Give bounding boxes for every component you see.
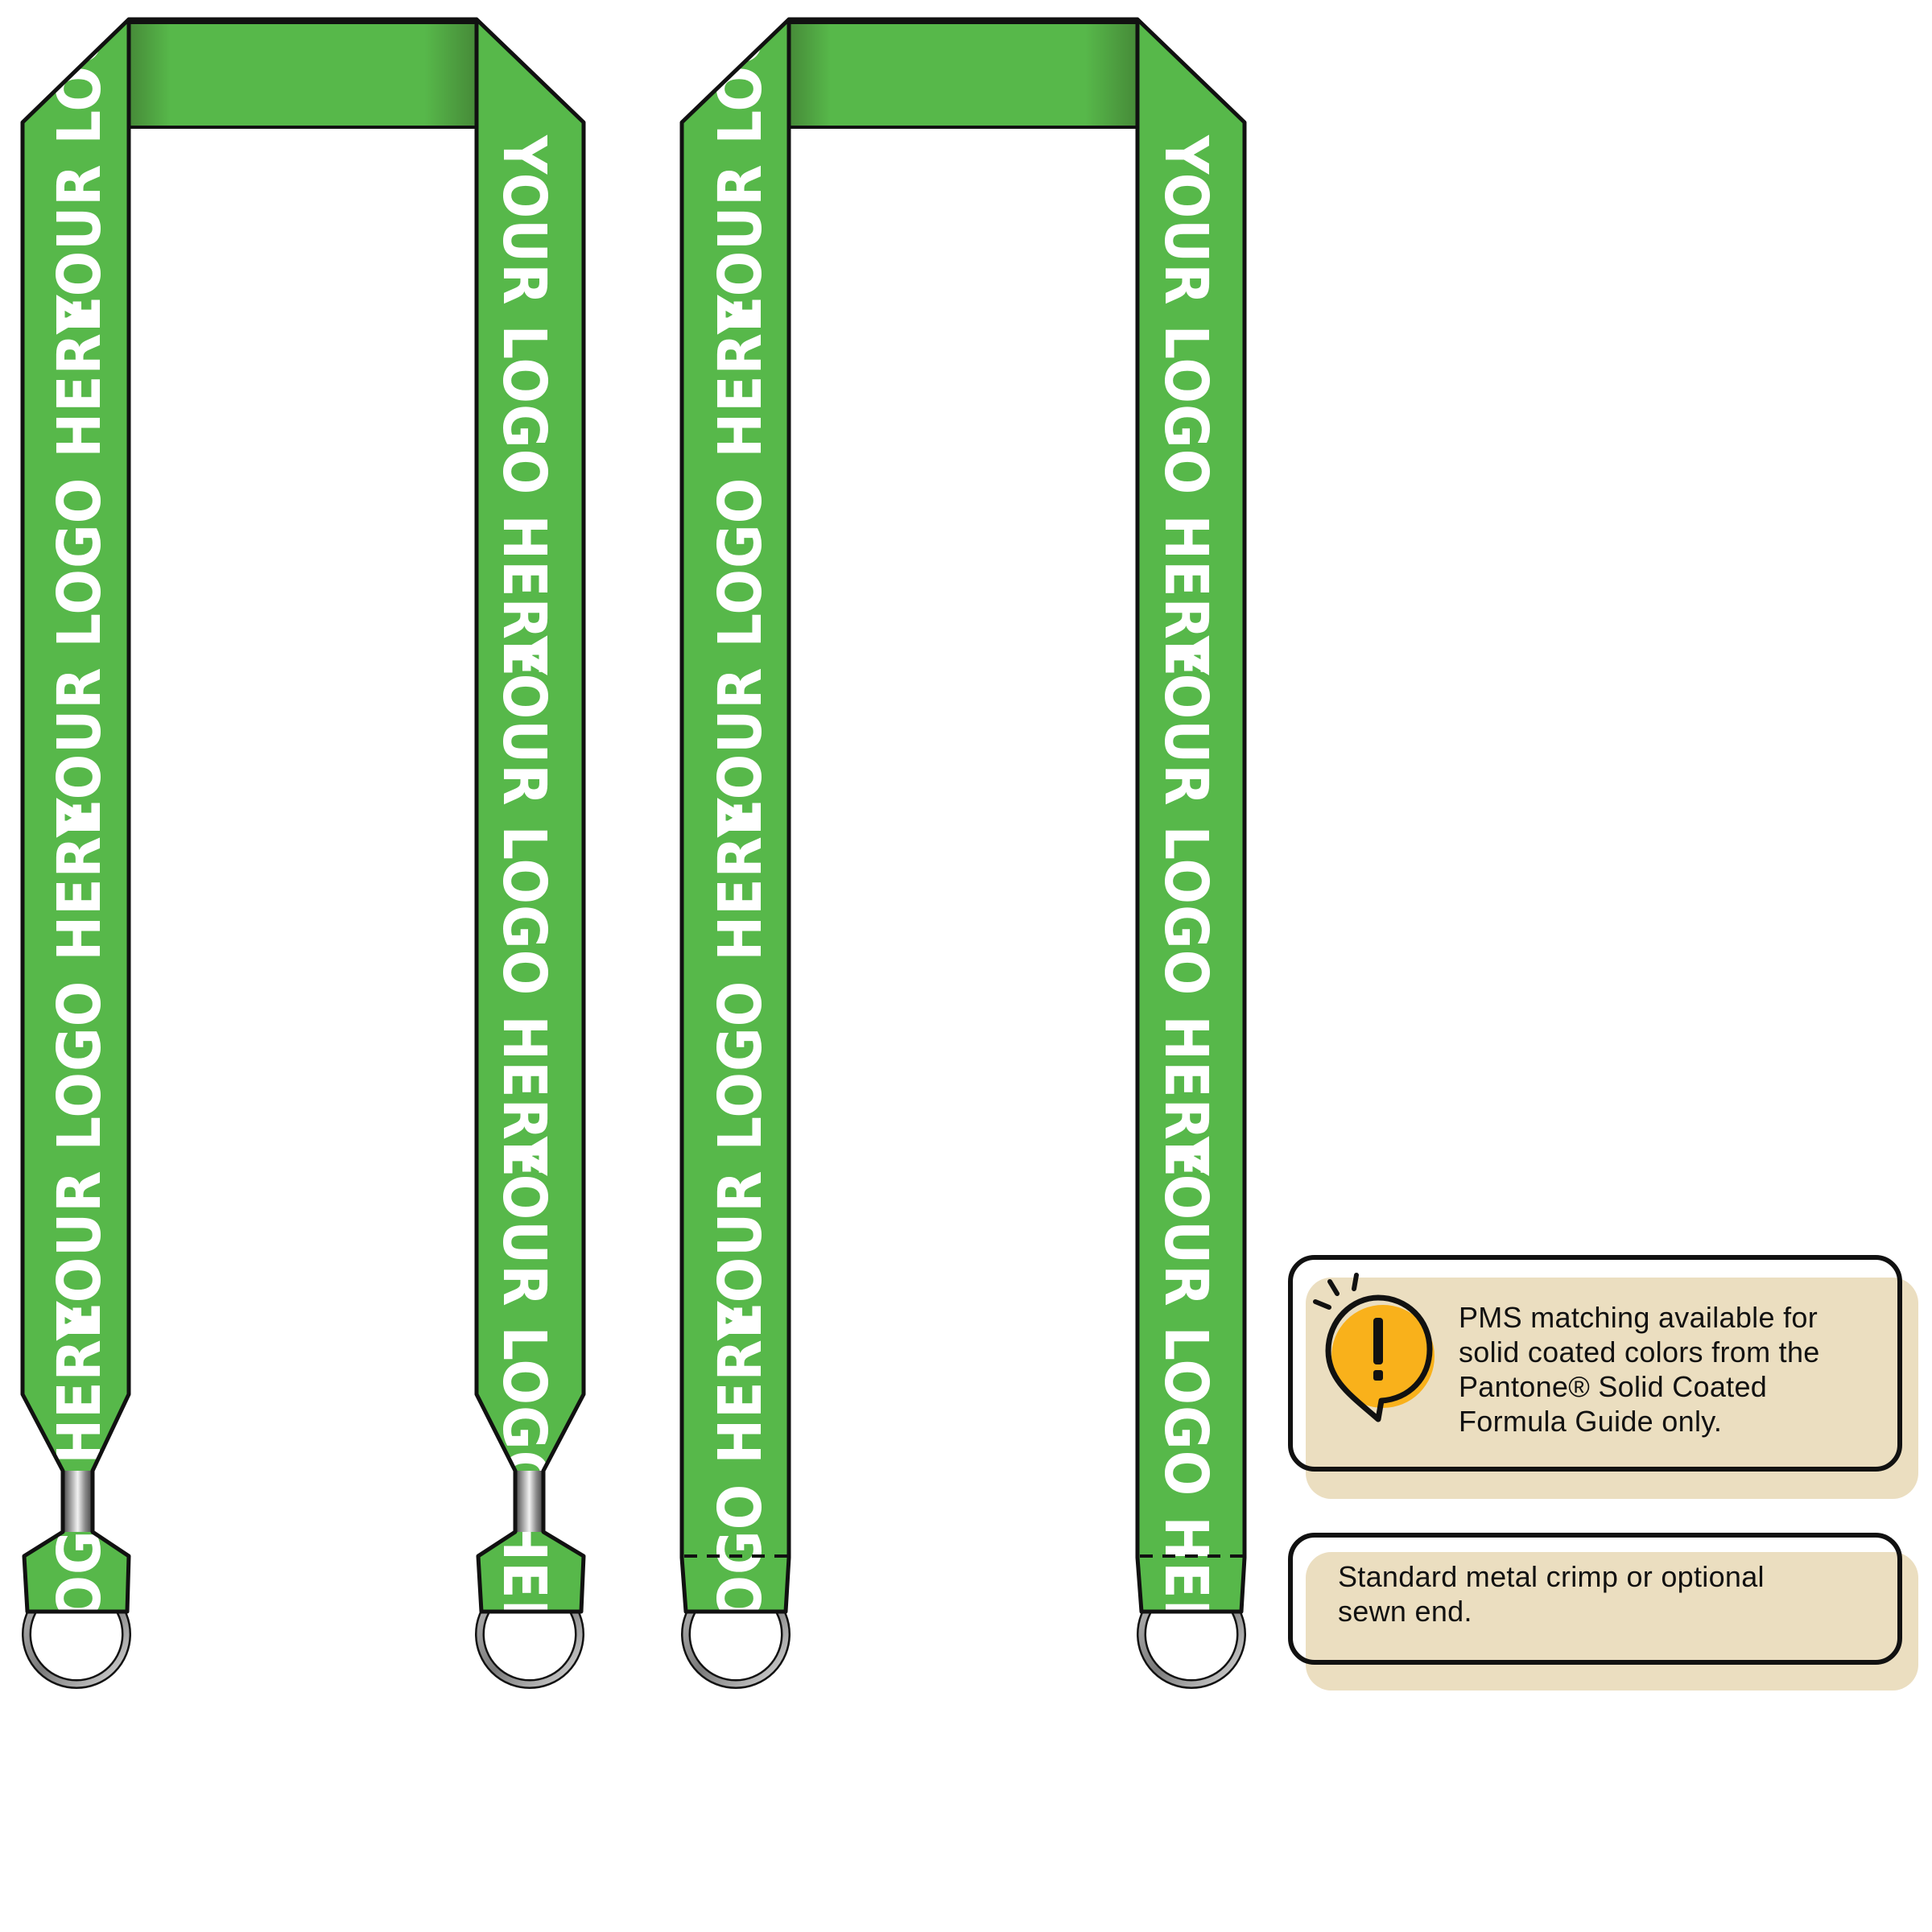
- pms-note-box: [1288, 1255, 1918, 1499]
- logo-text: YOUR LOGO HERE: [45, 295, 114, 838]
- logo-text: YOUR LOGO HERE: [489, 635, 559, 1178]
- logo-text: YOUR LOGO HERE: [489, 134, 559, 677]
- note-line: solid coated colors from the: [1459, 1335, 1820, 1368]
- left-strap: YOUR LOGO HERE YOUR LOGO HERE YOUR LOGO …: [679, 0, 791, 1844]
- note-line: Pantone® Solid Coated: [1459, 1370, 1768, 1403]
- metal-crimp: [515, 1471, 543, 1532]
- neck-band: [127, 21, 478, 129]
- metal-crimp: [63, 1471, 93, 1532]
- logo-text: YOUR LOGO HERE: [45, 799, 114, 1341]
- left-strap: YOUR LOGO HERE YOUR LOGO HERE YOUR LOGO …: [20, 0, 131, 1844]
- note-shadow: [1306, 1278, 1918, 1499]
- lanyard-crimp: YOUR LOGO HERE YOUR LOGO HERE YOUR LOGO …: [20, 0, 586, 1844]
- pms-note-text: PMS matching available for solid coated …: [1459, 1300, 1820, 1439]
- right-strap: YOUR LOGO HERE YOUR LOGO HERE YOUR LOGO …: [1135, 17, 1247, 1678]
- warning-exclamation-icon: [1313, 1273, 1435, 1422]
- logo-text: YOUR LOGO HERE: [706, 1302, 775, 1844]
- attachment-note-text: Standard metal crimp or optional sewn en…: [1338, 1559, 1765, 1629]
- note-shadow: [1306, 1552, 1918, 1690]
- note-line: sewn end.: [1338, 1595, 1472, 1628]
- logo-text: YOUR LOGO HERE: [1151, 134, 1220, 677]
- logo-text: YOUR LOGO HERE: [45, 0, 114, 335]
- logo-text: YOUR LOGO HERE: [706, 799, 775, 1341]
- attachment-note-box: [1288, 1533, 1918, 1690]
- lanyard-sewn: YOUR LOGO HERE YOUR LOGO HERE YOUR LOGO …: [679, 0, 1247, 1844]
- neck-band: [787, 21, 1139, 129]
- note-line: PMS matching available for: [1459, 1301, 1818, 1334]
- right-strap: YOUR LOGO HERE YOUR LOGO HERE YOUR LOGO …: [474, 17, 586, 1678]
- note-line: Formula Guide only.: [1459, 1405, 1723, 1438]
- logo-text: YOUR LOGO HERE: [45, 1302, 114, 1844]
- logo-text: YOUR LOGO HERE: [706, 295, 775, 838]
- logo-text: YOUR LOGO HERE: [1151, 1136, 1220, 1678]
- note-line: Standard metal crimp or optional: [1338, 1560, 1765, 1593]
- logo-text: YOUR LOGO HERE: [489, 1136, 559, 1678]
- logo-text: YOUR LOGO HERE: [706, 0, 775, 335]
- logo-text: YOUR LOGO HERE: [1151, 635, 1220, 1178]
